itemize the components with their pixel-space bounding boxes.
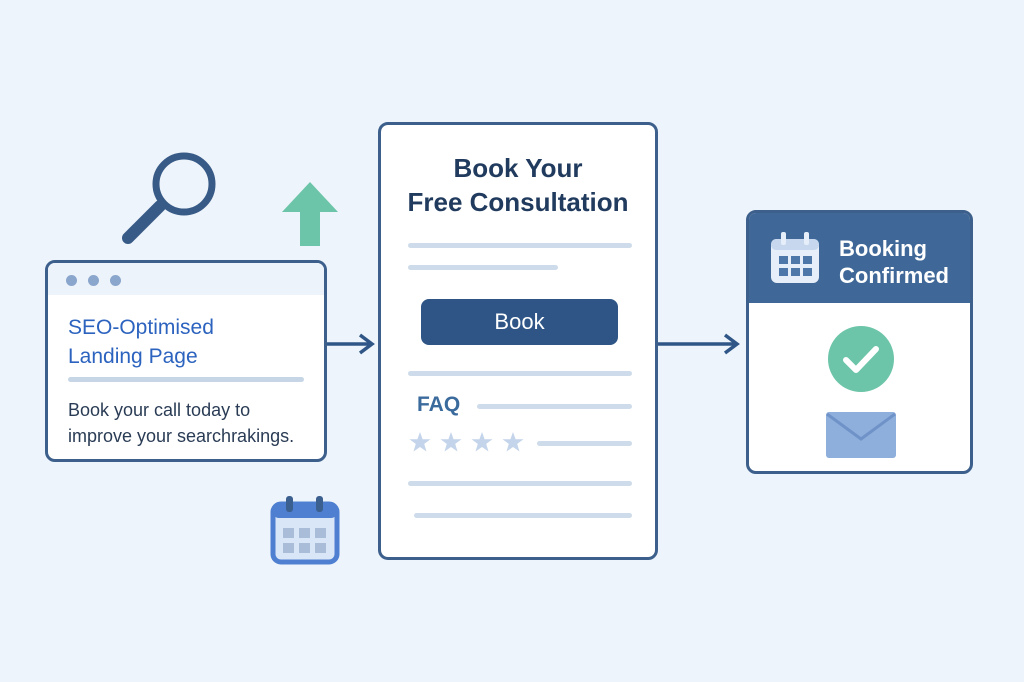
window-dot: [110, 275, 121, 286]
confirmation-title-line: Booking: [839, 236, 927, 261]
placeholder-line: [408, 243, 632, 248]
faq-label[interactable]: FAQ: [417, 393, 461, 416]
placeholder-line: [414, 513, 632, 518]
landing-title-line: SEO-Optimised: [68, 316, 214, 339]
landing-body-line: improve your searchrakings.: [68, 426, 295, 446]
placeholder-line: [408, 481, 632, 486]
booking-form-heading: Book Your Free Consultation: [381, 151, 655, 219]
placeholder-line: [408, 371, 632, 376]
landing-page-title: SEO-Optimised Landing Page: [68, 313, 318, 371]
star-rating: [409, 432, 524, 452]
landing-page-card: SEO-Optimised Landing Page Book your cal…: [45, 260, 327, 462]
confirmation-title: Booking Confirmed: [839, 235, 949, 289]
landing-title-line: Landing Page: [68, 345, 198, 368]
landing-body-line: Book your call today to: [68, 400, 251, 420]
window-dot: [66, 275, 77, 286]
booking-confirmed-card: Booking Confirmed: [746, 210, 973, 474]
placeholder-line: [537, 441, 632, 446]
booking-form-card: Book Your Free Consultation Book FAQ: [378, 122, 658, 560]
window-dot: [88, 275, 99, 286]
flow-arrow: [658, 333, 740, 355]
landing-page-body: Book your call today to improve your sea…: [68, 397, 324, 449]
book-button[interactable]: Book: [421, 299, 618, 345]
calendar-icon: [771, 232, 819, 283]
heading-line: Book Your: [453, 153, 583, 183]
divider-line: [68, 377, 304, 382]
heading-line: Free Consultation: [407, 187, 629, 217]
placeholder-line: [477, 404, 632, 409]
up-arrow-icon: [282, 182, 338, 246]
checkmark-icon: [828, 326, 894, 392]
flow-arrow: [327, 333, 375, 355]
star-icon: [502, 432, 524, 452]
star-icon: [471, 432, 493, 452]
envelope-icon: [826, 412, 896, 458]
browser-bar: [48, 263, 324, 295]
placeholder-line: [408, 265, 558, 270]
calendar-icon: [270, 496, 340, 565]
magnifier-icon: [122, 152, 216, 244]
star-icon: [409, 432, 431, 452]
star-icon: [440, 432, 462, 452]
confirmation-header: Booking Confirmed: [749, 213, 970, 303]
confirmation-title-line: Confirmed: [839, 263, 949, 288]
